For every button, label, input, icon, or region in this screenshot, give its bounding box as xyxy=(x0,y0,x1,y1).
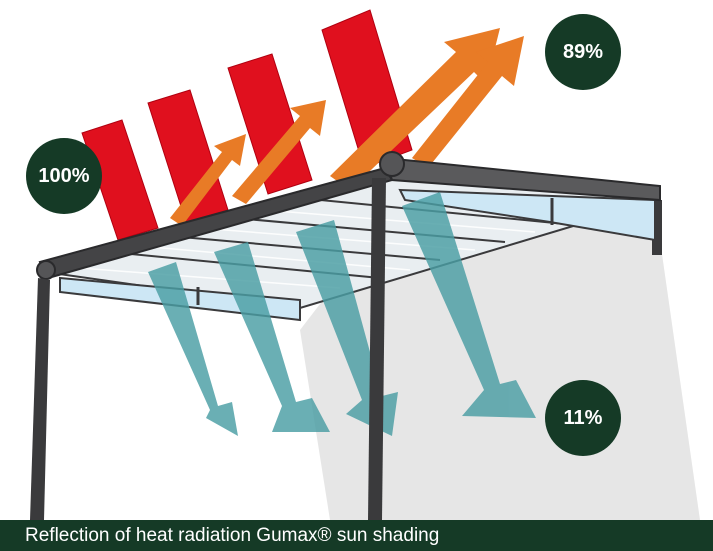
incoming-percent-badge: 100% xyxy=(26,138,102,214)
veranda-illustration xyxy=(30,9,700,520)
reflected-heat-arrows xyxy=(170,28,524,226)
roof-corner-cap xyxy=(379,151,405,177)
front-post-right xyxy=(368,178,386,520)
incoming-arrow-3 xyxy=(227,53,313,195)
transmitted-arrow-2 xyxy=(214,242,330,432)
transmitted-percent-badge: 11% xyxy=(545,380,621,456)
caption-bar: Reflection of heat radiation Gumax® sun … xyxy=(0,520,713,551)
incoming-arrow-1 xyxy=(81,119,159,241)
reflected-arrow-1 xyxy=(170,134,246,226)
transmitted-arrow-1 xyxy=(148,262,238,436)
side-glass-back xyxy=(398,188,656,242)
reflected-arrow-3 xyxy=(330,28,500,190)
reflected-arrow-4 xyxy=(412,36,524,168)
back-leg-right xyxy=(652,200,662,255)
caption-text: Reflection of heat radiation Gumax® sun … xyxy=(25,525,440,546)
roof-corner-cap-left xyxy=(36,260,56,280)
transmitted-arrow-4 xyxy=(402,192,536,418)
reflected-percent-badge: 89% xyxy=(545,14,621,90)
reflected-arrow-2 xyxy=(232,100,326,204)
front-post-left xyxy=(30,278,50,520)
